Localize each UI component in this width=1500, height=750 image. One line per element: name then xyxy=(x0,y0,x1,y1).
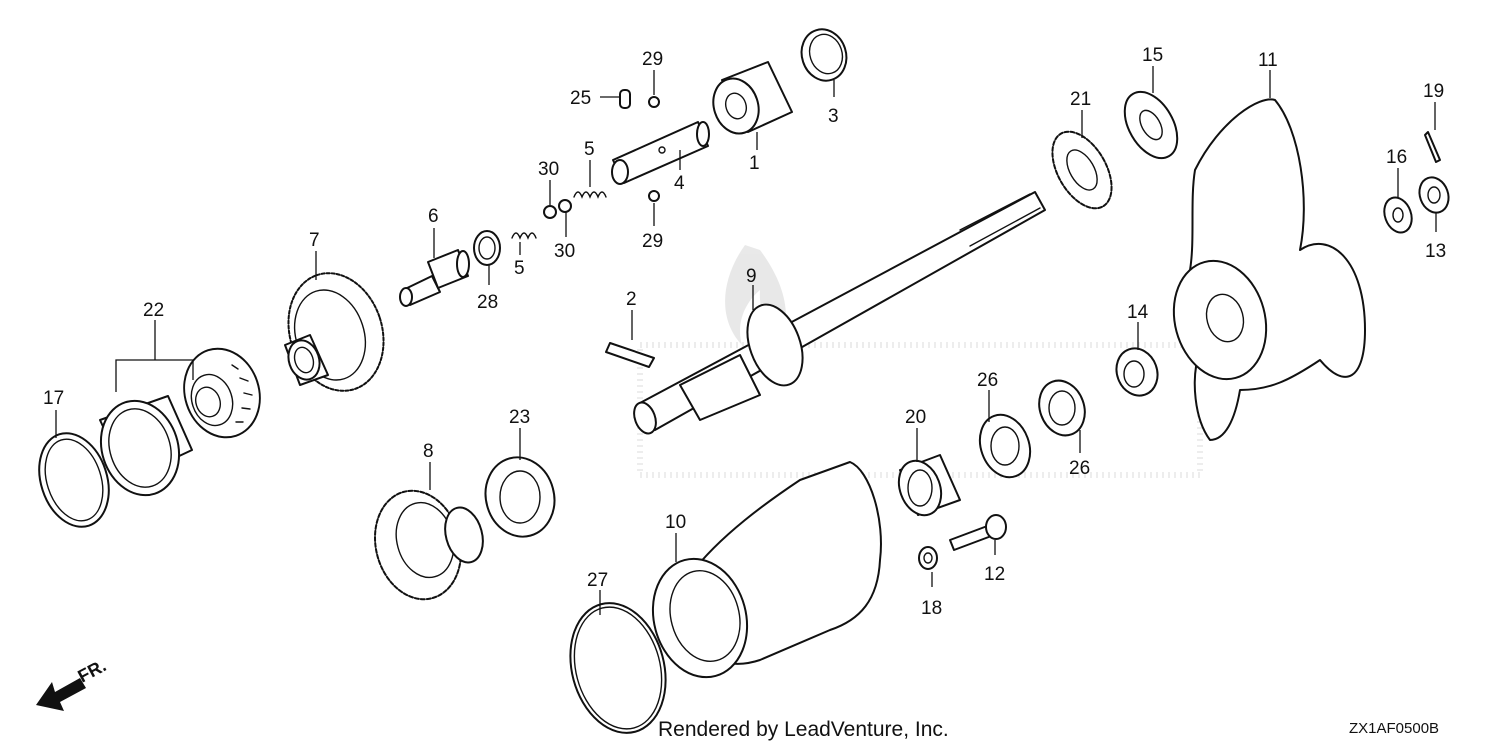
part-30-ball-upper[interactable] xyxy=(543,205,557,219)
callout-3[interactable]: 3 xyxy=(828,106,839,127)
callout-26-inner[interactable]: 26 xyxy=(977,370,998,391)
callout-27[interactable]: 27 xyxy=(587,570,608,591)
part-13-castle-nut[interactable] xyxy=(1415,173,1454,216)
part-8-reverse-gear[interactable] xyxy=(363,481,488,609)
callout-5-upper[interactable]: 5 xyxy=(584,139,595,160)
callout-30-upper[interactable]: 30 xyxy=(538,159,559,180)
part-1-dog-clutch[interactable] xyxy=(706,61,793,139)
diagram-code: ZX1AF0500B xyxy=(1349,720,1440,737)
part-30-ball-lower[interactable] xyxy=(558,199,572,213)
part-22-bearing-race[interactable] xyxy=(89,391,193,506)
leader-lines xyxy=(55,66,1437,615)
callout-10[interactable]: 10 xyxy=(665,512,686,533)
callout-26-outer[interactable]: 26 xyxy=(1069,458,1090,479)
callout-30-lower[interactable]: 30 xyxy=(554,241,575,262)
part-11-propeller[interactable] xyxy=(1161,98,1366,441)
callout-29-upper[interactable]: 29 xyxy=(642,49,663,70)
callout-22[interactable]: 22 xyxy=(143,300,164,321)
callout-28[interactable]: 28 xyxy=(477,292,498,313)
part-5-spring-lower[interactable] xyxy=(511,232,537,240)
part-29-ball-lower[interactable] xyxy=(648,190,660,202)
callout-12[interactable]: 12 xyxy=(984,564,1005,585)
part-17-o-ring[interactable] xyxy=(28,424,120,536)
part-26-oil-seal-outer[interactable] xyxy=(1032,374,1092,442)
part-9-propeller-shaft[interactable] xyxy=(630,191,1046,436)
part-21-thrust-washer[interactable] xyxy=(1040,122,1124,219)
part-4-shift-shaft[interactable] xyxy=(611,121,710,185)
callout-5-lower[interactable]: 5 xyxy=(514,258,525,279)
part-18-washer[interactable] xyxy=(918,546,938,570)
part-2-pin[interactable] xyxy=(605,342,655,368)
callout-17[interactable]: 17 xyxy=(43,388,64,409)
part-23-ball-bearing[interactable] xyxy=(477,450,563,545)
callout-21[interactable]: 21 xyxy=(1070,89,1091,110)
part-14-spacer[interactable] xyxy=(1110,343,1164,402)
part-16-washer[interactable] xyxy=(1380,194,1417,237)
part-22-tapered-bearing[interactable] xyxy=(173,339,271,447)
callout-16[interactable]: 16 xyxy=(1386,147,1407,168)
callout-11[interactable]: 11 xyxy=(1258,50,1278,71)
part-20-needle-bearing[interactable] xyxy=(892,454,961,521)
callout-25[interactable]: 25 xyxy=(570,88,591,109)
part-26-oil-seal-inner[interactable] xyxy=(972,408,1039,485)
render-credit: Rendered by LeadVenture, Inc. xyxy=(658,718,949,741)
front-direction-arrow: FR. xyxy=(36,655,109,711)
callout-20[interactable]: 20 xyxy=(905,407,926,428)
part-25-pin[interactable] xyxy=(619,89,631,109)
part-12-bolt[interactable] xyxy=(949,514,1007,551)
callout-7[interactable]: 7 xyxy=(309,230,320,251)
part-7-forward-gear[interactable] xyxy=(274,261,399,404)
part-3-retaining-ring[interactable] xyxy=(795,23,853,86)
callout-15[interactable]: 15 xyxy=(1142,45,1163,66)
callout-6[interactable]: 6 xyxy=(428,206,439,227)
callout-9[interactable]: 9 xyxy=(746,266,757,287)
callout-29-lower[interactable]: 29 xyxy=(642,231,663,252)
callout-23[interactable]: 23 xyxy=(509,407,530,428)
callout-labels: 1 2 3 4 5 5 6 7 8 9 10 11 12 13 14 15 16… xyxy=(43,45,1446,619)
callout-18[interactable]: 18 xyxy=(921,598,942,619)
callout-8[interactable]: 8 xyxy=(423,441,434,462)
part-28-snap-ring[interactable] xyxy=(473,230,501,266)
part-6-clutch-slider[interactable] xyxy=(399,249,470,307)
part-10-bearing-holder[interactable] xyxy=(640,461,882,688)
callout-13[interactable]: 13 xyxy=(1425,241,1446,262)
callout-14[interactable]: 14 xyxy=(1127,302,1149,323)
callout-4[interactable]: 4 xyxy=(674,173,685,194)
callout-19[interactable]: 19 xyxy=(1423,81,1444,102)
part-29-ball-upper[interactable] xyxy=(648,96,660,108)
part-5-spring-upper[interactable] xyxy=(573,191,607,199)
part-15-thrust-washer[interactable] xyxy=(1114,83,1188,167)
callout-2[interactable]: 2 xyxy=(626,289,637,310)
part-19-cotter-pin[interactable] xyxy=(1424,131,1441,163)
callout-1[interactable]: 1 xyxy=(749,153,760,174)
part-27-o-ring[interactable] xyxy=(556,592,679,743)
